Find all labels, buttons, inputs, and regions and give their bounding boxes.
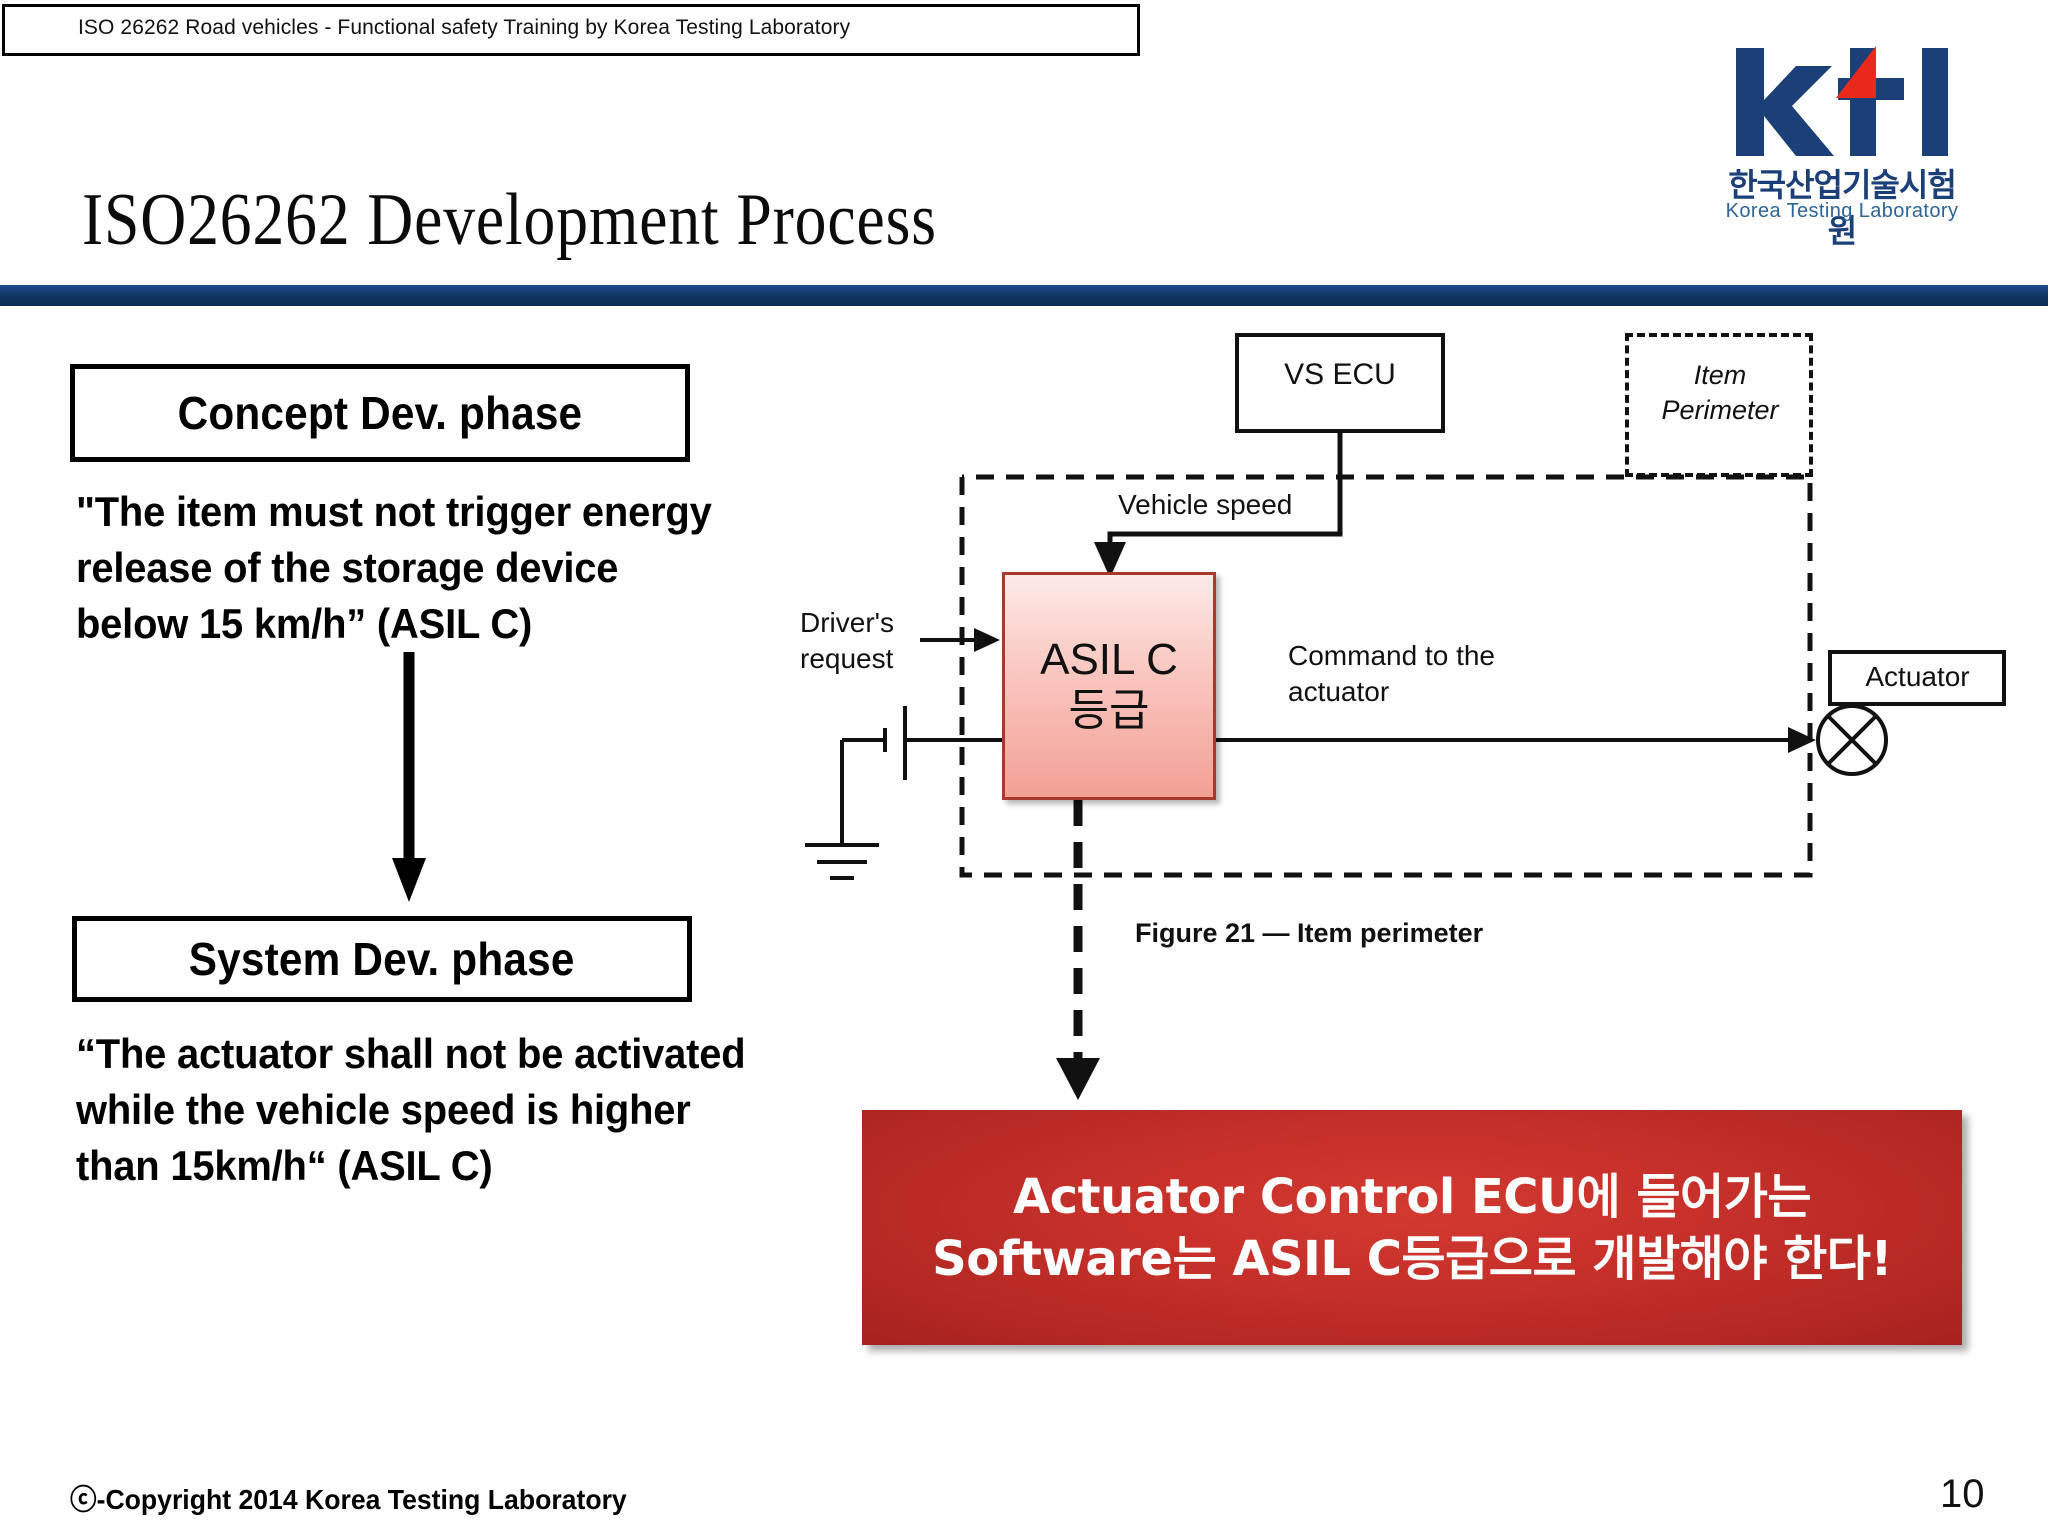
actuator-x-stroke-1 [1826,714,1878,766]
title-divider-bar [0,285,2048,306]
actuator-circle-symbol [1816,704,1888,776]
command-to-actuator-label: Command to the actuator [1288,640,1495,707]
ktl-logo-mark [1736,46,1948,156]
page-number: 10 [1940,1472,1985,1516]
header-banner-text: ISO 26262 Road vehicles - Functional saf… [78,16,851,39]
actuator-label: Actuator [1865,661,1970,692]
concept-dev-phase-box: Concept Dev. phase [70,364,690,462]
ktl-logo: 한국산업기술시험원 Korea Testing Laboratory [1718,42,1966,250]
header-banner-box [2,4,1140,56]
asil-c-label-line2: 등급 [1068,685,1150,736]
system-dev-phase-body: “The actuator shall not be activated whi… [76,1030,746,1189]
page-title: ISO26262 Development Process [82,179,937,261]
item-perimeter-legend-box [1625,333,1813,477]
actuator-box [1828,650,2006,706]
conclusion-callout-line1: Actuator Control ECU에 들어가는 [1012,1168,1812,1225]
flow-down-arrow [392,652,426,902]
asil-to-callout-arrowhead [1056,1058,1100,1100]
ktl-logo-english: Korea Testing Laboratory [1725,200,1959,222]
item-perimeter-legend-label: Item Perimeter [1661,360,1779,425]
system-dev-phase-label: System Dev. phase [189,933,575,985]
figure-caption: Figure 21 — Item perimeter [1135,918,1484,948]
asil-c-label-line1: ASIL C [1040,635,1178,684]
drivers-request-label: Driver's request [800,607,895,674]
copyright-footer: ⓒ-Copyright 2014 Korea Testing Laborator… [70,1484,627,1515]
concept-dev-phase-body: "The item must not trigger energy releas… [76,488,712,647]
conclusion-callout-line2: Software는 ASIL C등급으로 개발해야 한다! [932,1230,1892,1287]
asil-c-block: ASIL C 등급 [1002,572,1216,800]
vs-ecu-box [1235,333,1445,433]
actuator-x-stroke-2 [1826,714,1878,766]
vehicle-speed-label: Vehicle speed [1118,489,1293,520]
concept-dev-phase-label: Concept Dev. phase [177,387,583,439]
conclusion-callout-box: Actuator Control ECU에 들어가는 Software는 ASI… [862,1110,1962,1345]
command-to-actuator-arrowhead [1788,727,1816,753]
system-dev-phase-box: System Dev. phase [72,916,692,1002]
vs-ecu-label: VS ECU [1284,358,1396,391]
ktl-logo-korean: 한국산업기술시험원 [1728,166,1957,250]
